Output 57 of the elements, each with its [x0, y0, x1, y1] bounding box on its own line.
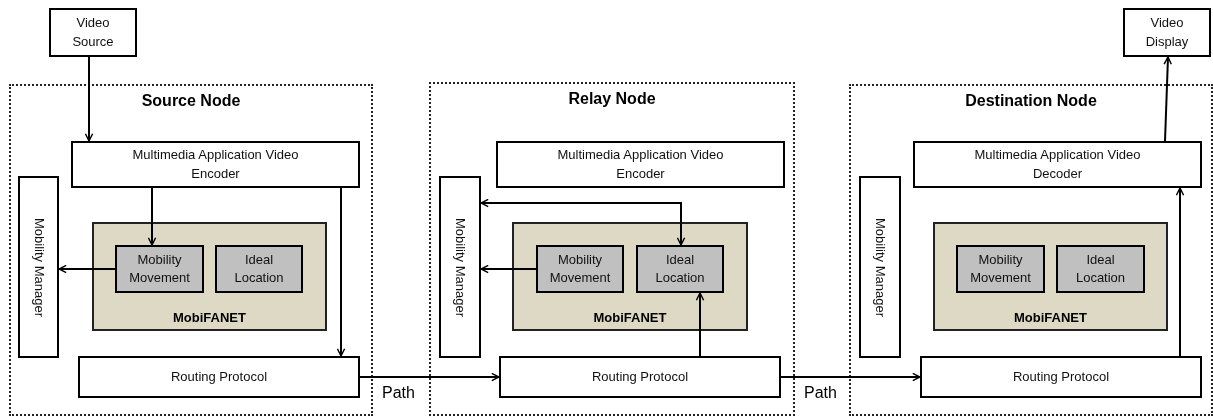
module-box [215, 245, 303, 293]
box-label: Mobility Movement [128, 250, 191, 287]
container-title: Relay Node [567, 90, 657, 108]
box-label: Multimedia Application Video Encoder [131, 146, 300, 183]
box-label: Ideal Location [1074, 250, 1127, 287]
node-container [9, 84, 373, 416]
box-label: Multimedia Application Video Encoder [556, 146, 725, 183]
box-label: Routing Protocol [591, 367, 689, 386]
node-container [429, 82, 795, 416]
process-box [499, 356, 781, 398]
box-label: Video Source [71, 14, 115, 51]
module-panel [933, 222, 1168, 331]
module-box [536, 245, 624, 293]
arrow [58, 264, 116, 274]
process-box [18, 176, 59, 358]
process-box [496, 141, 785, 188]
box-label: Routing Protocol [170, 367, 268, 386]
process-box [439, 176, 481, 358]
process-box [920, 356, 1202, 398]
panel-title: MobiFANET [1013, 310, 1088, 325]
arrow [1163, 56, 1173, 142]
box-label: Mobility Movement [969, 250, 1032, 287]
box-label: Ideal Location [654, 250, 706, 287]
module-panel [92, 222, 327, 331]
module-box [636, 245, 724, 293]
process-box [49, 8, 137, 57]
panel-title: MobiFANET [172, 310, 247, 325]
module-panel [512, 222, 748, 331]
arrow [1175, 187, 1185, 357]
module-box [1056, 245, 1145, 293]
process-box [1123, 8, 1211, 57]
arrow [695, 292, 705, 357]
container-title: Destination Node [964, 92, 1098, 110]
process-box [71, 141, 360, 188]
process-box [78, 356, 360, 398]
box-label: Mobility Manager [872, 217, 890, 317]
box-label: Ideal Location [233, 250, 285, 287]
arrow [480, 198, 686, 246]
box-label: Mobility Manager [30, 217, 48, 317]
arrow [359, 372, 500, 382]
panel-title: MobiFANET [592, 310, 668, 325]
module-box [115, 245, 204, 293]
arrow [480, 264, 537, 274]
node-container [849, 84, 1213, 416]
module-box [956, 245, 1045, 293]
box-label: Routing Protocol [1012, 367, 1110, 386]
arrow [84, 56, 94, 142]
arrow [780, 372, 921, 382]
box-label: Video Display [1144, 14, 1190, 51]
box-label: Mobility Movement [548, 250, 612, 287]
box-label: Multimedia Application Video Decoder [973, 146, 1142, 183]
process-box [859, 176, 901, 358]
box-label: Mobility Manager [452, 217, 470, 317]
arrow [147, 187, 157, 246]
arrow [336, 187, 346, 357]
process-box [913, 141, 1202, 188]
container-title: Source Node [140, 92, 242, 110]
